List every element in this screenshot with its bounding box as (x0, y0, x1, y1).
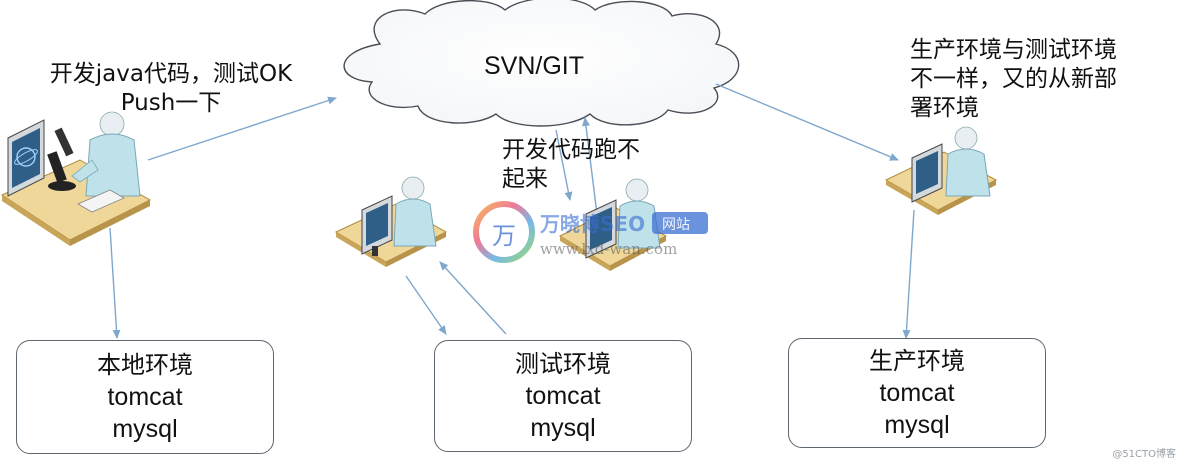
arrow-test-to-tester1 (439, 261, 507, 335)
watermark-logo-char: 万 (492, 222, 516, 250)
test-environment-box: 测试环境 tomcat mysql (434, 340, 692, 452)
watermark-brand: 万晓博SEO (540, 212, 646, 236)
test-environment-title: 测试环境 (515, 350, 611, 378)
arrow-cloud-to-tester2 (555, 129, 573, 201)
local-environment-box: 本地环境 tomcat mysql (16, 340, 274, 454)
production-environment-title: 生产环境 (869, 347, 965, 375)
arrow-tester2-to-cloud (582, 117, 599, 223)
production-workstation-icon (884, 126, 998, 215)
arrows (109, 83, 915, 339)
production-note: 生产环境与测试环境 不一样，又的从新部 署环境 (910, 37, 1117, 121)
test-environment-db: mysql (530, 414, 596, 442)
watermark-badge: 网站 (662, 217, 690, 233)
developer-workstation-icon (0, 111, 152, 246)
local-environment-title: 本地环境 (97, 351, 193, 379)
watermark-url: www.lxd-wan.com (540, 240, 678, 258)
arrow-prod-dev-to-prod (902, 209, 915, 339)
developer-note: 开发java代码，测试OK Push一下 (49, 61, 293, 116)
tester-workstation-icon (334, 176, 448, 267)
arrow-dev-to-local (109, 227, 121, 339)
footer-source: @51CTO博客 (1112, 449, 1176, 460)
watermark-logo (473, 201, 708, 263)
run-issue-note: 开发代码跑不 起来 (502, 137, 640, 192)
production-environment-db: mysql (884, 411, 950, 439)
production-environment-server: tomcat (879, 379, 955, 407)
arrow-dev-to-cloud (147, 96, 337, 161)
production-environment-box: 生产环境 tomcat mysql (788, 338, 1046, 448)
arrow-tester1-to-test (405, 275, 447, 335)
arrow-cloud-to-prod-dev (715, 83, 899, 161)
local-environment-db: mysql (112, 415, 178, 443)
tester-workstation-icon-2 (558, 178, 668, 271)
test-environment-server: tomcat (525, 382, 601, 410)
local-environment-server: tomcat (107, 383, 183, 411)
svn-git-cloud (343, 0, 740, 127)
cloud-label: SVN/GIT (484, 52, 585, 80)
